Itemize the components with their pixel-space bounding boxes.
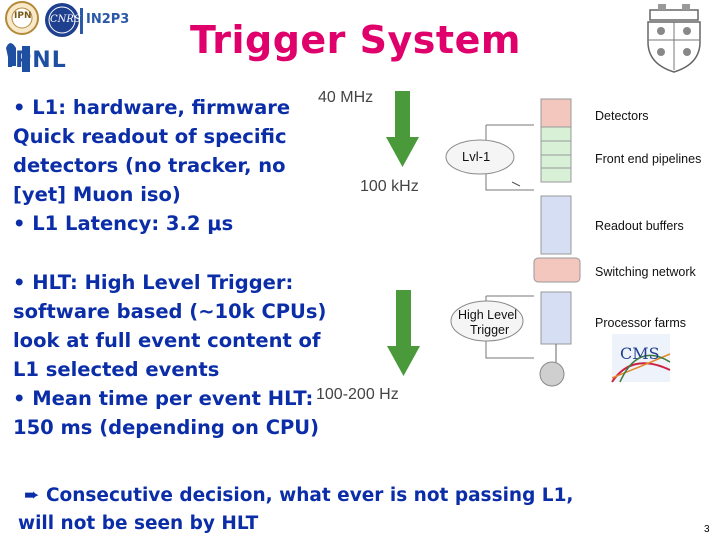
text-line: software based (~10k CPUs) <box>13 300 327 323</box>
text-line: detectors (no tracker, no <box>13 154 286 177</box>
rate-label-100khz: 100 kHz <box>360 178 419 195</box>
page-title: Trigger System <box>190 18 521 62</box>
institution-logos <box>5 1 83 72</box>
page-number: 3 <box>704 524 710 535</box>
text-line: look at full event content of <box>13 329 321 352</box>
hlt-text-block: • HLT: High Level Trigger: software base… <box>13 268 326 442</box>
university-crest <box>638 2 710 74</box>
cnrs-logo: CNRS <box>50 14 81 25</box>
label-processor-farms: Processor farms <box>595 316 686 330</box>
rate-label-40mhz: 40 MHz <box>318 89 374 106</box>
logo-group <box>0 0 180 80</box>
in2p3-logo: IN2P3 <box>86 12 130 27</box>
crest-icon <box>647 4 701 73</box>
down-arrow-icon <box>386 91 419 167</box>
rate-label-hlt: 100-200 Hz <box>316 386 399 403</box>
text-line: • Mean time per event HLT: <box>13 387 314 410</box>
text-line: 150 ms (depending on CPU) <box>13 416 320 439</box>
lvl1-box <box>445 139 515 175</box>
label-readout-buffers: Readout buffers <box>595 219 684 233</box>
conclusion-line: ➨ Consecutive decision, what ever is not… <box>24 485 574 506</box>
text-line: • L1 Latency: 3.2 μs <box>13 212 234 235</box>
data-flow-stack <box>533 98 581 387</box>
label-switching-network: Switching network <box>595 265 696 279</box>
ip-logo: IPN <box>14 11 32 21</box>
text-line: • HLT: High Level Trigger: <box>13 271 294 294</box>
label-front-end-pipelines: Front end pipelines <box>595 152 702 166</box>
cms-badge-label: CMS <box>620 344 660 363</box>
text-line: Quick readout of specific <box>13 125 287 148</box>
label-detectors: Detectors <box>595 109 649 123</box>
text-line: • L1: hardware, firmware <box>13 96 291 119</box>
down-arrow-icon <box>387 290 420 376</box>
ipnl-logo: IPNL <box>6 48 67 73</box>
text-line: [yet] Muon iso) <box>13 183 181 206</box>
conclusion-block: ➨ Consecutive decision, what ever is not… <box>18 482 573 538</box>
lvl1-label: Lvl-1 <box>462 149 491 164</box>
l1-text-block: • L1: hardware, firmware Quick readout o… <box>13 93 290 238</box>
hlt-label-line2: Trigger <box>470 323 510 337</box>
hlt-box <box>450 300 524 342</box>
conclusion-line: will not be seen by HLT <box>18 513 259 534</box>
text-line: L1 selected events <box>13 358 220 381</box>
hlt-label-line1: High Level <box>458 308 518 322</box>
